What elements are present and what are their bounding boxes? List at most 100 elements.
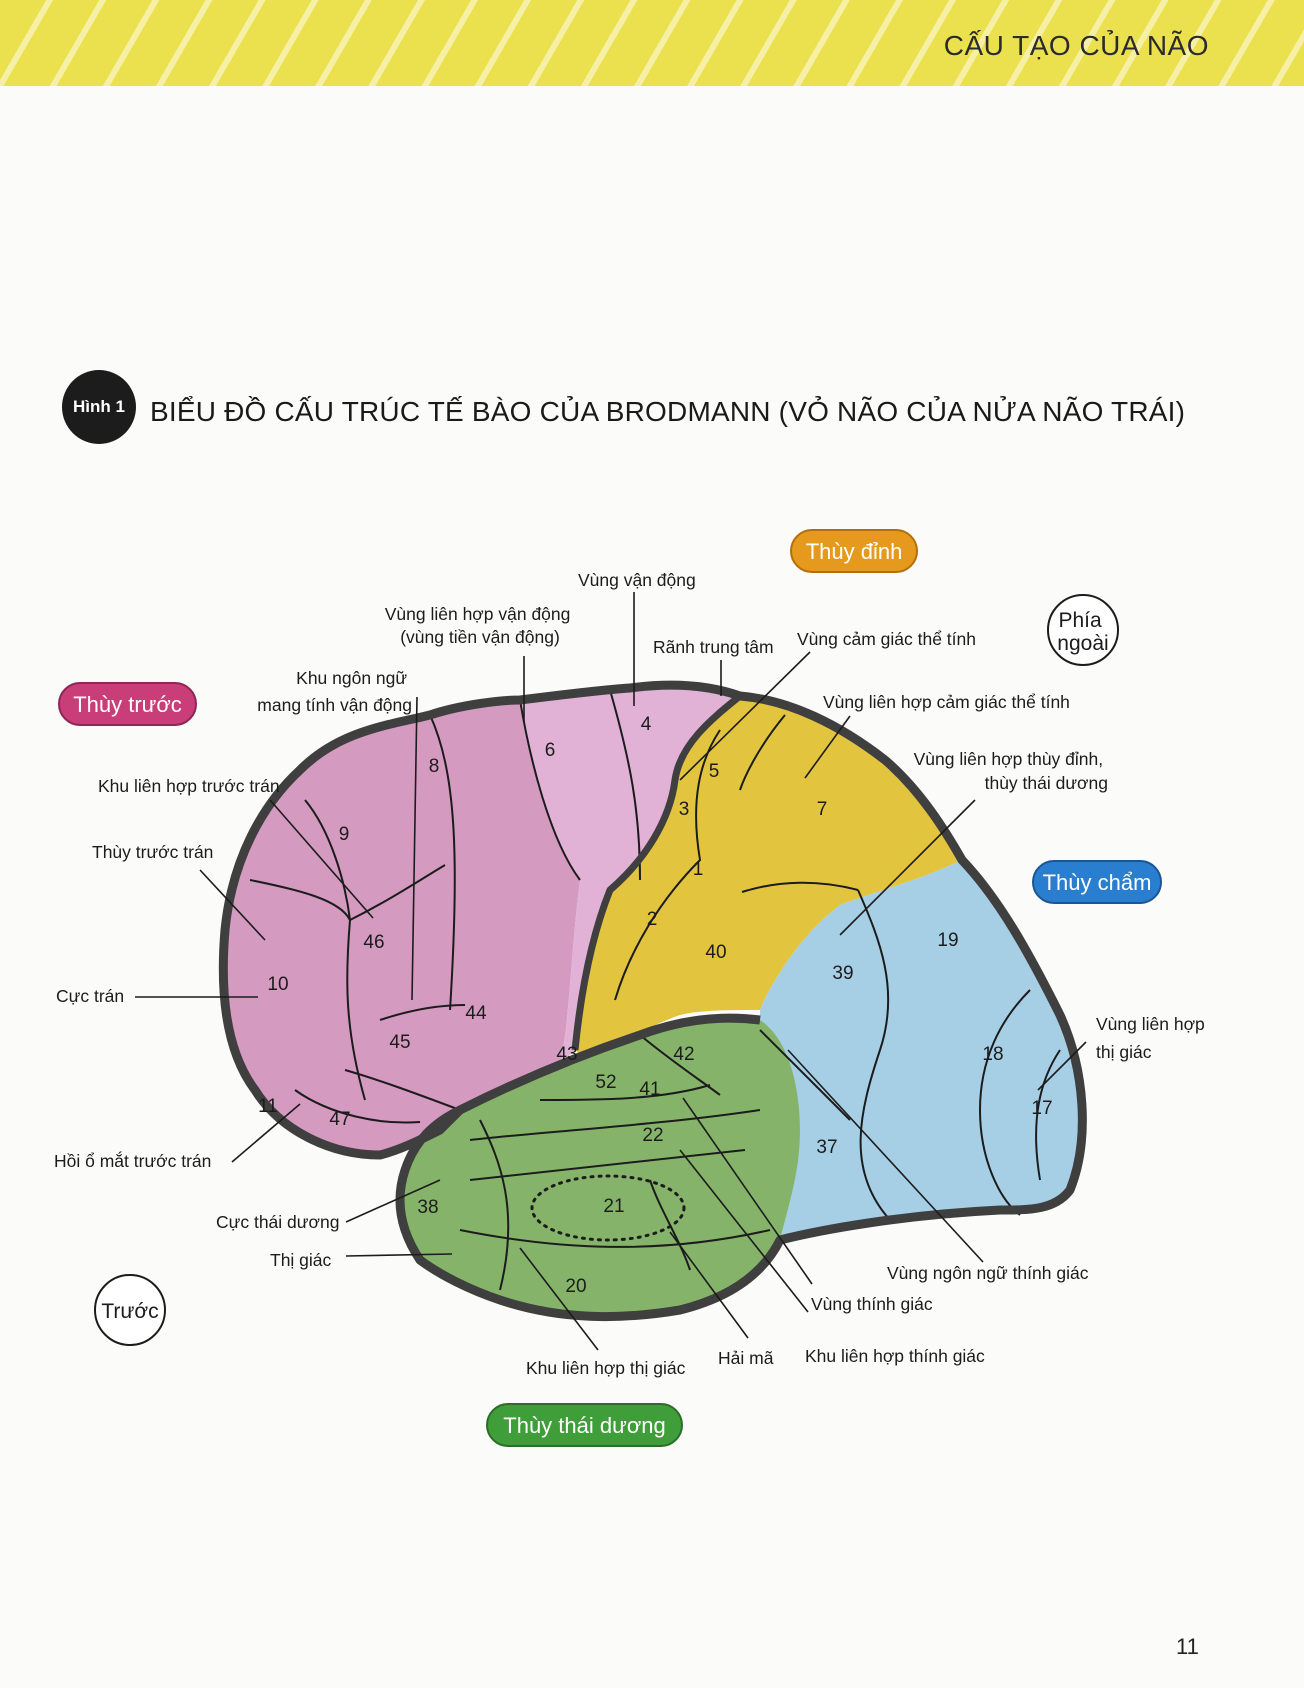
lobe-badges: Thùy trước Thùy đỉnh Thùy chẩm Thùy thái… [58,529,1162,1447]
orientation-markers: Phía ngoài Trước [94,594,1119,1346]
brodmann-area-2: 2 [647,909,658,930]
brodmann-area-41: 41 [639,1079,660,1100]
orientation-front-label: Trước [101,1300,158,1323]
brodmann-area-9: 9 [339,824,350,845]
leader-line [682,1097,813,1285]
brodmann-area-19: 19 [937,930,958,951]
leader-line [411,696,418,1001]
callout-premotor-line2: (vùng tiền vận động) [400,627,560,647]
brodmann-area-45: 45 [389,1032,410,1053]
leader-line [787,1049,984,1263]
boundary-line [379,1004,466,1021]
badge-pill [486,1403,683,1447]
outline-sylvian-fissure [457,1013,761,1115]
callout-premotor-line1: Vùng liên hợp vận động [385,604,571,624]
brodmann-area-1: 1 [693,859,704,880]
boundary-line [759,1029,851,1121]
callout-premotor-area: Vùng liên hợp vận động (vùng tiền vận độ… [385,604,576,647]
leader-line [669,1231,749,1339]
boundary-line [539,1084,711,1101]
brodmann-area-7: 7 [817,799,828,820]
region-premotor [520,685,740,1065]
leader-line [269,799,374,919]
boundary-line [429,714,456,1011]
boundary-line [857,889,891,1221]
leader-line [519,1247,599,1351]
brodmann-area-40: 40 [705,942,726,963]
brodmann-area-11: 11 [258,1096,278,1117]
orientation-lateral-label: Phía ngoài [1057,609,1108,655]
lobe-badge-frontal: Thùy trước [58,682,197,726]
brodmann-area-17: 17 [1031,1098,1052,1119]
callout-visual-assoc: Vùng liên hợp thị giác [1096,1014,1210,1062]
brodmann-area-44: 44 [465,1003,487,1024]
brodmann-area-47: 47 [329,1109,350,1130]
chapter-title: CẤU TẠO CỦA NÃO [943,30,1209,61]
brodmann-area-42: 42 [673,1044,694,1065]
brodmann-area-52: 52 [595,1072,616,1093]
callout-auditory-area: Vùng thính giác [811,1294,933,1314]
boundary-line [344,1069,461,1111]
brodmann-area-10: 10 [267,974,288,995]
orientation-lateral-line1: Phía [1058,609,1102,632]
boundary-line [249,879,351,921]
brodmann-area-18: 18 [982,1044,1003,1065]
callout-hippocampus: Hải mã [718,1348,774,1368]
leader-line [345,1179,441,1223]
figure-badge: Hình 1 [62,370,136,444]
callout-orbitofrontal: Hồi ổ mắt trước trán [54,1150,211,1171]
boundary-line [349,864,446,921]
lobe-badge-occipital: Thùy chẩm [1032,860,1162,904]
brodmann-area-21: 21 [603,1196,624,1217]
callout-motor-speech: Khu ngôn ngữ mang tính vận động [257,668,412,715]
callout-parietotemporal-assoc: Vùng liên hợp thùy đỉnh, thùy thái dương [914,749,1108,793]
boundary-line [479,1119,510,1291]
boundary-line [639,1034,721,1096]
callout-auditory-assoc: Khu liên hợp thính giác [805,1346,985,1366]
brodmann-area-4: 4 [641,714,652,735]
boundary-line [469,1109,761,1141]
orientation-lateral-circle [1047,594,1119,666]
brodmann-area-46: 46 [363,932,384,953]
callout-somatosensory: Vùng cảm giác thể tính [797,629,976,649]
boundary-line [1035,1049,1061,1181]
badge-pill [790,529,918,573]
callout-prefrontal: Thùy trước trán [92,842,213,862]
header-band [0,0,1304,86]
callout-frontal-pole: Cực trán [56,986,124,1006]
lobe-regions [223,685,1083,1317]
boundary-line [469,1149,746,1181]
callout-visual-assoc-area: Khu liên hợp thị giác [526,1358,686,1378]
callout-motor-speech-line1: Khu ngôn ngữ [296,668,407,688]
leader-line [679,1149,809,1313]
boundary-line [614,729,721,1001]
brodmann-area-38: 38 [417,1197,438,1218]
callout-motor-speech-line2: mang tính vận động [257,695,412,715]
badge-pill [58,682,197,726]
brodmann-area-5: 5 [709,761,720,782]
leader-line [231,1103,301,1163]
page-number: 11 [1176,1634,1199,1659]
lobe-badge-temporal-label: Thùy thái dương [503,1413,665,1438]
outline-central-sulcus [571,693,743,1051]
brodmann-area-20: 20 [565,1276,586,1297]
orientation-front-circle [94,1274,166,1346]
leader-line [804,715,851,779]
brodmann-area-3: 3 [679,799,690,820]
boundary-line [294,1089,421,1124]
leader-lines [135,592,1087,1351]
leader-line [1037,1041,1087,1091]
leader-line [839,799,976,936]
callout-visual-assoc-line2: thị giác [1096,1042,1152,1062]
brodmann-area-39: 39 [832,963,853,984]
lobe-badge-temporal: Thùy thái dương [486,1403,683,1447]
callout-labels: Vùng vận động Vùng liên hợp vận động (vù… [54,570,1210,1378]
callout-auditory-language: Vùng ngôn ngữ thính giác [887,1263,1089,1283]
callout-central-sulcus: Rãnh trung tâm [653,637,774,657]
leader-line [679,651,811,781]
region-frontal [223,700,580,1155]
brodmann-area-8: 8 [429,756,440,777]
lobe-badge-frontal-label: Thùy trước [73,692,182,717]
